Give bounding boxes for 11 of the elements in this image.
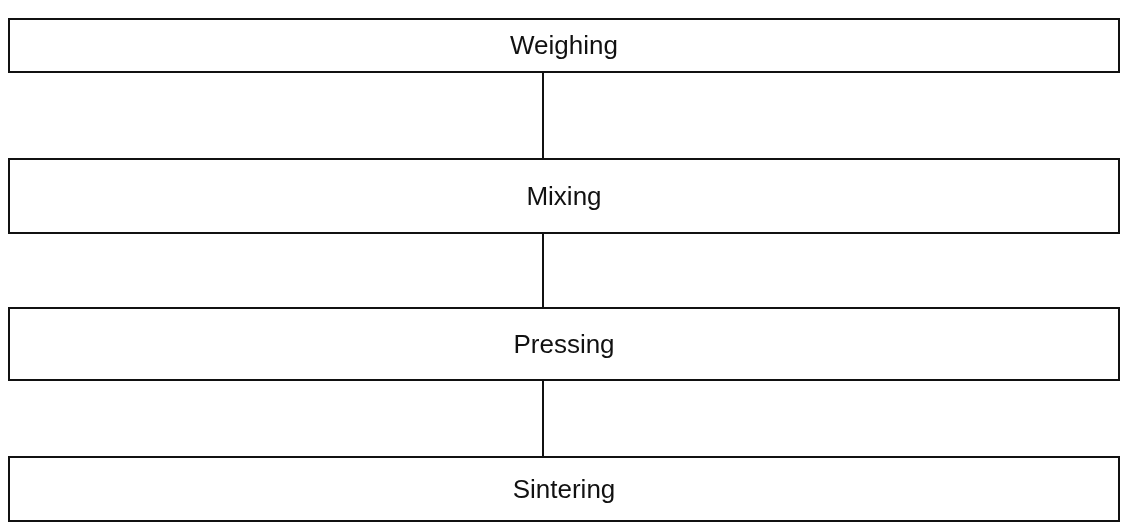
process-box xyxy=(8,456,1120,522)
process-box xyxy=(8,307,1120,381)
process-box xyxy=(8,18,1120,73)
process-box xyxy=(8,158,1120,234)
connector-line xyxy=(542,72,544,159)
step-label: Pressing xyxy=(513,328,615,360)
connector-line xyxy=(542,233,544,308)
step-label: Weighing xyxy=(510,30,618,61)
step-label: Sintering xyxy=(512,473,616,505)
step-label: Mixing xyxy=(526,180,602,212)
connector-line xyxy=(542,380,544,457)
